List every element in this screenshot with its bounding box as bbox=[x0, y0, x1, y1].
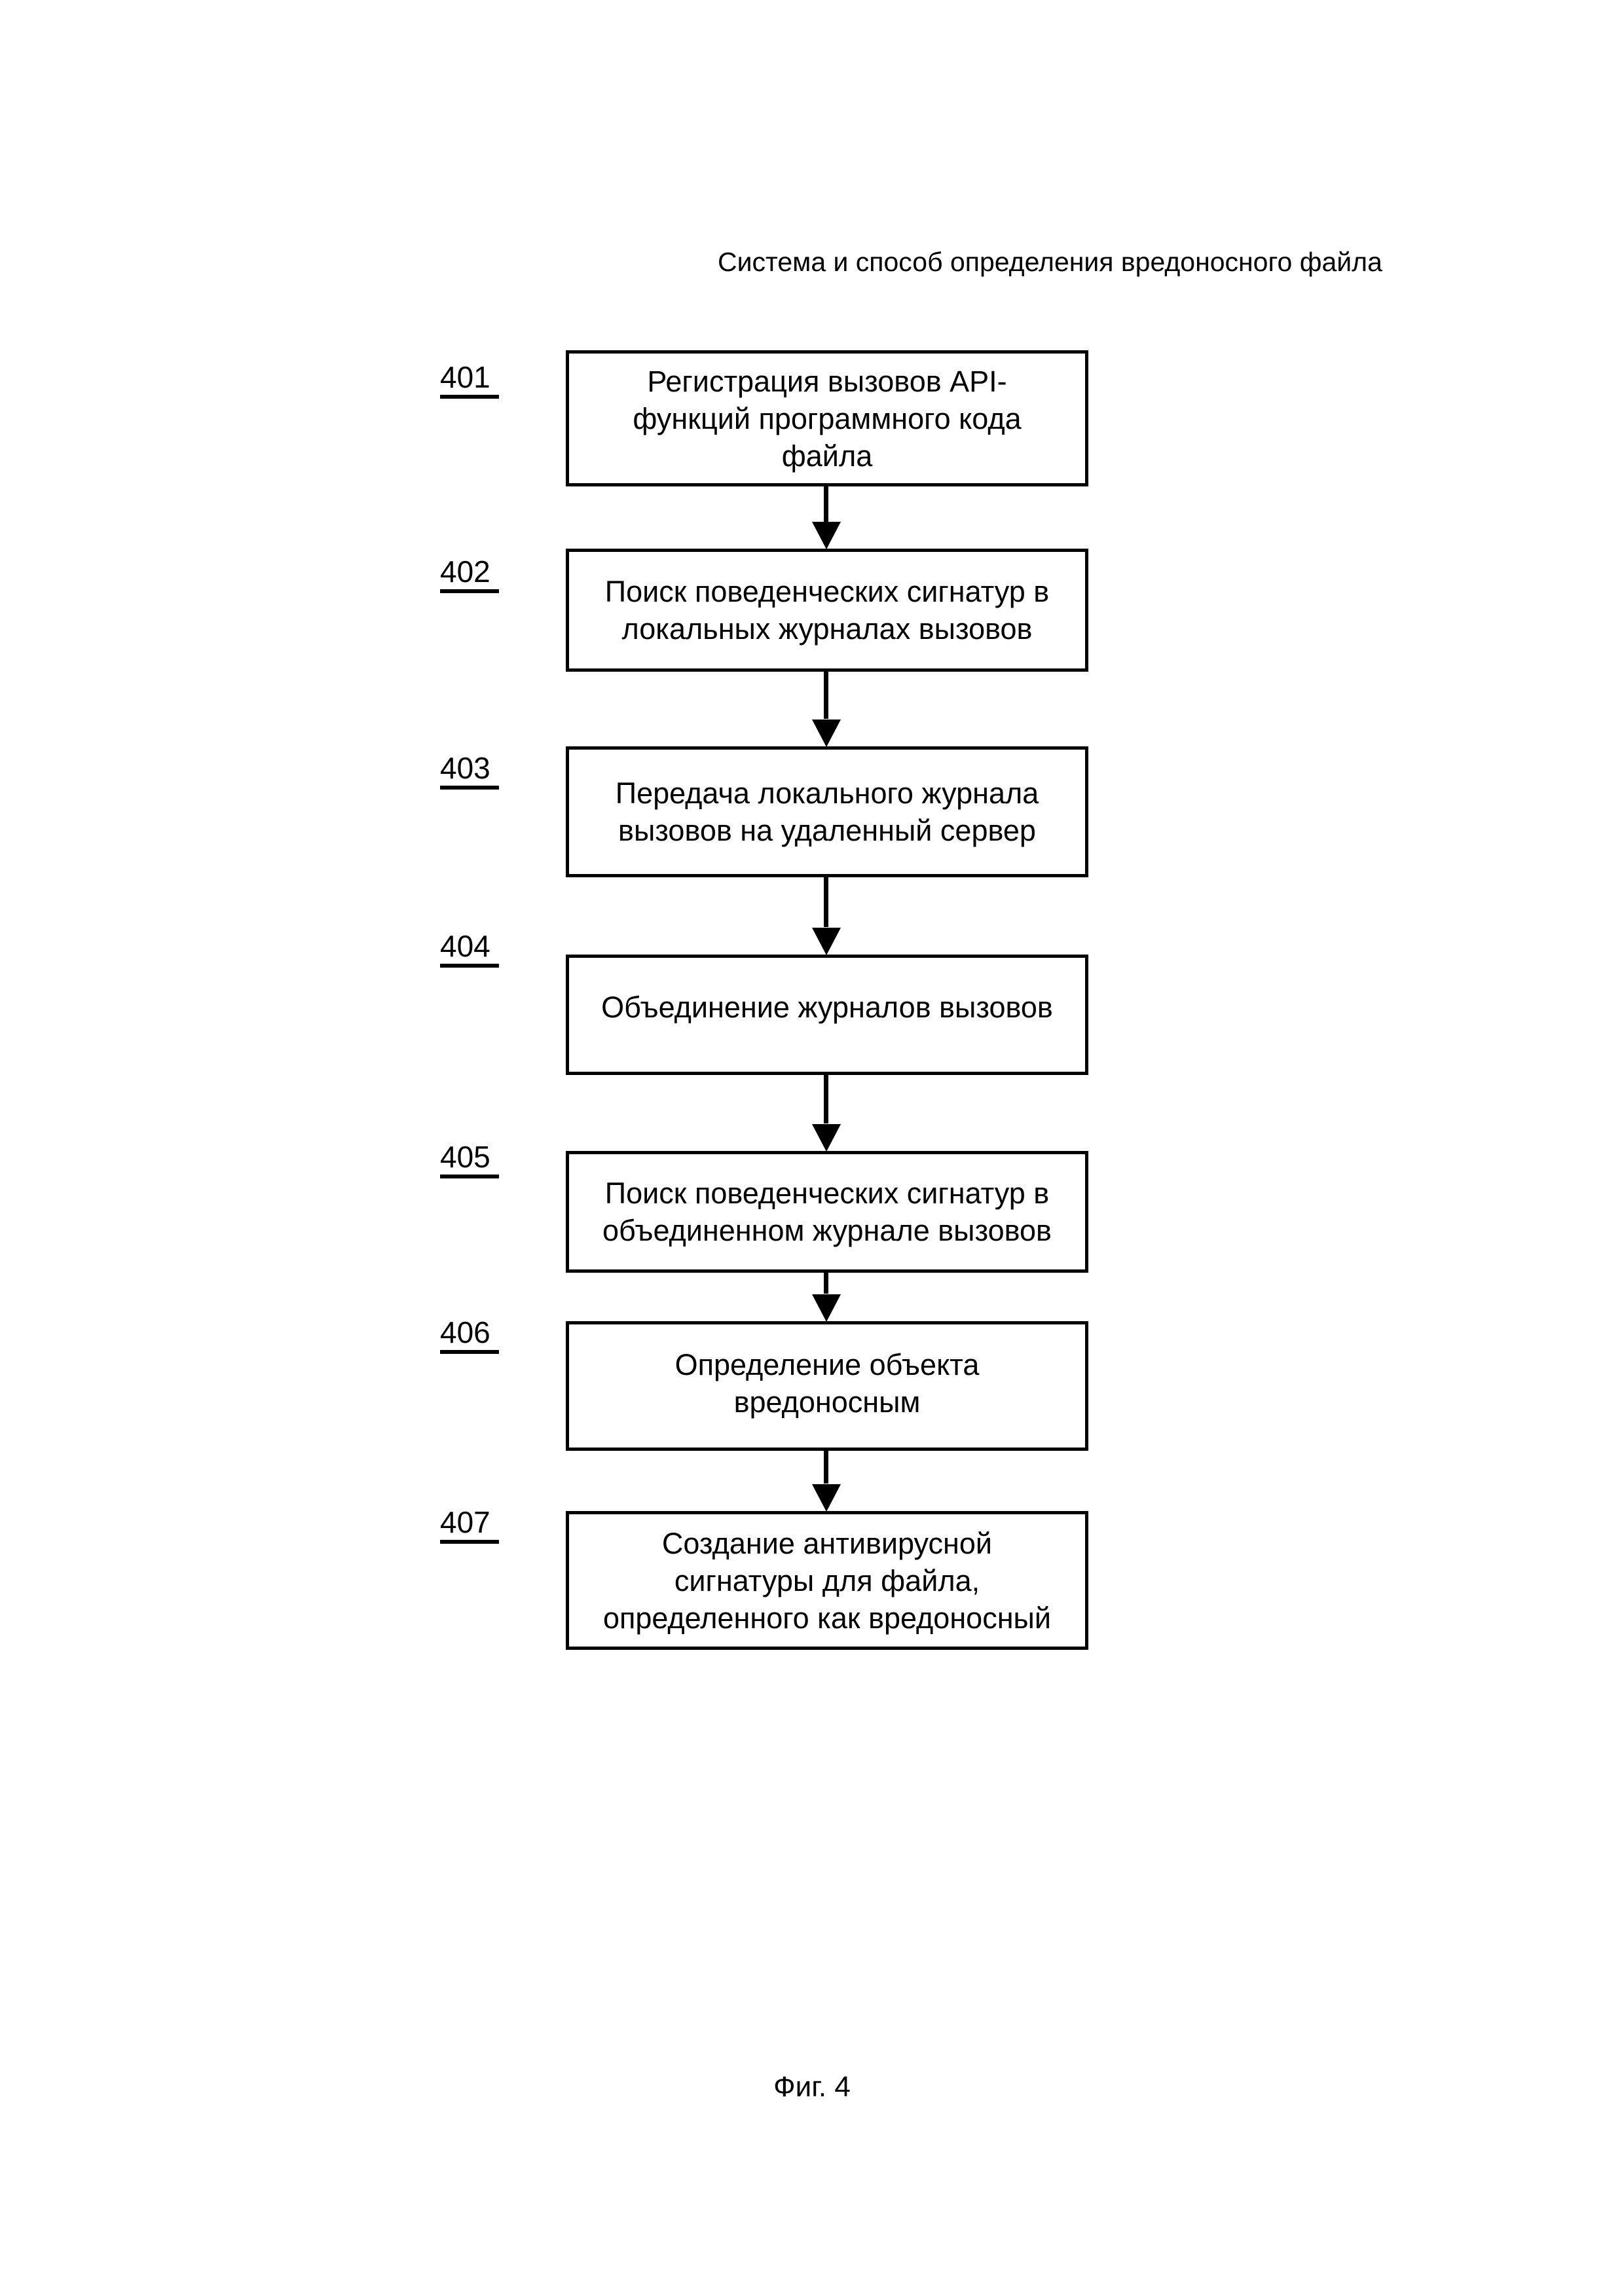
step-reference-402: 402 bbox=[440, 555, 499, 593]
arrowhead-404-405-icon bbox=[812, 1124, 841, 1152]
flow-step-401-label: Регистрация вызовов API- функций програм… bbox=[633, 364, 1022, 473]
flow-step-402: Поиск поведенческих сигнатур в локальных… bbox=[566, 549, 1088, 672]
connector-406-407 bbox=[824, 1451, 828, 1484]
step-reference-401: 401 bbox=[440, 361, 499, 399]
step-reference-407: 407 bbox=[440, 1506, 499, 1544]
flow-step-402-label: Поиск поведенческих сигнатур в локальных… bbox=[604, 575, 1050, 646]
step-reference-406: 406 bbox=[440, 1316, 499, 1354]
figure-caption: Фиг. 4 bbox=[773, 2071, 851, 2103]
flow-step-406-label: Определение объекта вредоносным bbox=[674, 1348, 980, 1419]
arrowhead-403-404-icon bbox=[812, 928, 841, 955]
connector-404-405 bbox=[824, 1075, 828, 1123]
flow-step-403: Передача локального журнала вызовов на у… bbox=[566, 746, 1088, 877]
step-reference-404: 404 bbox=[440, 930, 499, 968]
step-reference-405: 405 bbox=[440, 1140, 499, 1178]
arrowhead-405-406-icon bbox=[812, 1294, 841, 1322]
flow-step-405-label: Поиск поведенческих сигнатур в объединен… bbox=[602, 1176, 1052, 1247]
page-title: Система и способ определения вредоносног… bbox=[718, 247, 1382, 277]
arrowhead-401-402-icon bbox=[812, 522, 841, 549]
flow-step-404-label: Объединение журналов вызовов bbox=[601, 990, 1053, 1024]
connector-402-403 bbox=[824, 672, 828, 719]
flow-step-407-label: Создание антивирусной сигнатуры для файл… bbox=[602, 1526, 1052, 1635]
connector-401-402 bbox=[824, 486, 828, 527]
connector-405-406 bbox=[824, 1273, 828, 1294]
arrowhead-406-407-icon bbox=[812, 1484, 841, 1512]
flow-step-403-label: Передача локального журнала вызовов на у… bbox=[615, 776, 1039, 847]
flow-step-407: Создание антивирусной сигнатуры для файл… bbox=[566, 1511, 1088, 1650]
flow-step-404: Объединение журналов вызовов bbox=[566, 955, 1088, 1075]
flow-step-405: Поиск поведенческих сигнатур в объединен… bbox=[566, 1151, 1088, 1273]
flow-step-401: Регистрация вызовов API- функций програм… bbox=[566, 350, 1088, 486]
connector-403-404 bbox=[824, 877, 828, 927]
arrowhead-402-403-icon bbox=[812, 720, 841, 747]
step-reference-403: 403 bbox=[440, 752, 499, 790]
flow-step-406: Определение объекта вредоносным bbox=[566, 1321, 1088, 1451]
